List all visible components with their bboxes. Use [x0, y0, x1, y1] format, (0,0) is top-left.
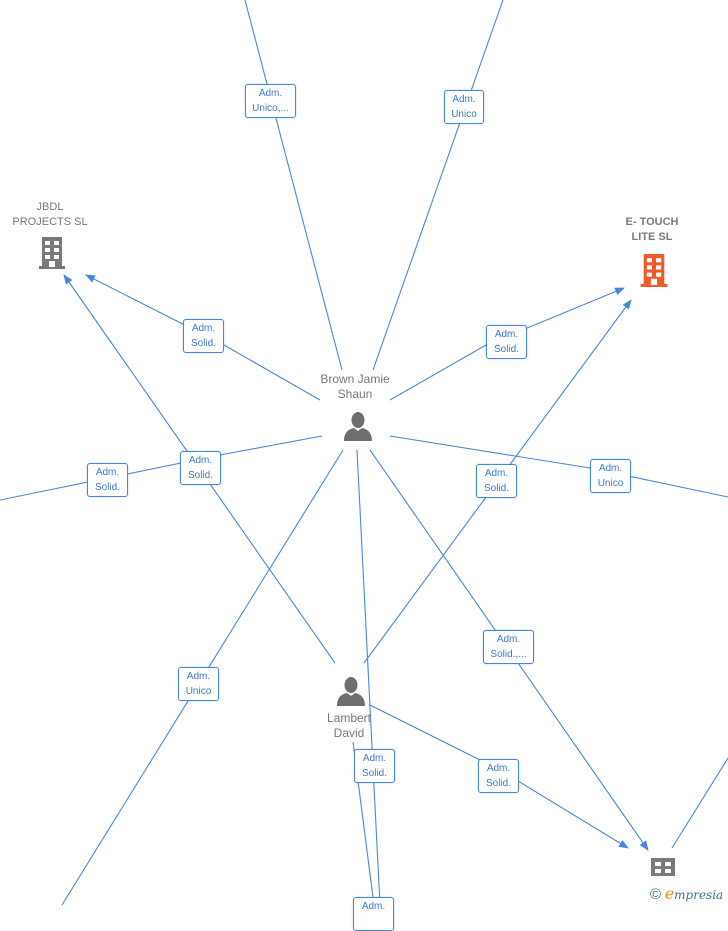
role-label[interactable]: Adm.Unico: [444, 90, 484, 124]
person-icon[interactable]: [336, 676, 366, 706]
role-label[interactable]: Adm.Solid.: [183, 319, 224, 353]
role-label[interactable]: Adm.: [353, 897, 394, 931]
copyright-icon: ©: [650, 886, 662, 903]
role-label[interactable]: Adm.Solid.,...: [483, 630, 534, 664]
person-label-lambert[interactable]: Lambert David: [326, 711, 372, 740]
empresia-watermark: © empresia: [650, 884, 723, 903]
person-label-brown[interactable]: Brown Jamie Shaun: [320, 372, 390, 401]
role-label[interactable]: Adm.Solid.: [486, 325, 527, 359]
company-label-jbdl[interactable]: JBDL PROJECTS SL: [12, 201, 88, 228]
role-label[interactable]: Adm.Solid.: [180, 451, 221, 485]
role-label[interactable]: Adm.Unico,...: [245, 84, 296, 118]
role-label[interactable]: Adm.Unico: [590, 459, 631, 493]
building-icon[interactable]: [651, 858, 675, 876]
role-label[interactable]: Adm.Unico: [178, 667, 219, 701]
role-label[interactable]: Adm.Solid.: [476, 464, 517, 498]
company-label-etouch[interactable]: E- TOUCH LITE SL: [625, 216, 679, 243]
role-label[interactable]: Adm.Solid.: [87, 463, 128, 497]
brand-initial: e: [664, 884, 675, 903]
building-icon-highlighted[interactable]: [639, 252, 669, 287]
brand-name: mpresia: [674, 888, 724, 902]
role-label[interactable]: Adm.Solid.: [478, 759, 519, 793]
role-label[interactable]: Adm.Solid.: [354, 749, 395, 783]
building-icon[interactable]: [38, 235, 66, 269]
person-icon[interactable]: [343, 411, 373, 441]
